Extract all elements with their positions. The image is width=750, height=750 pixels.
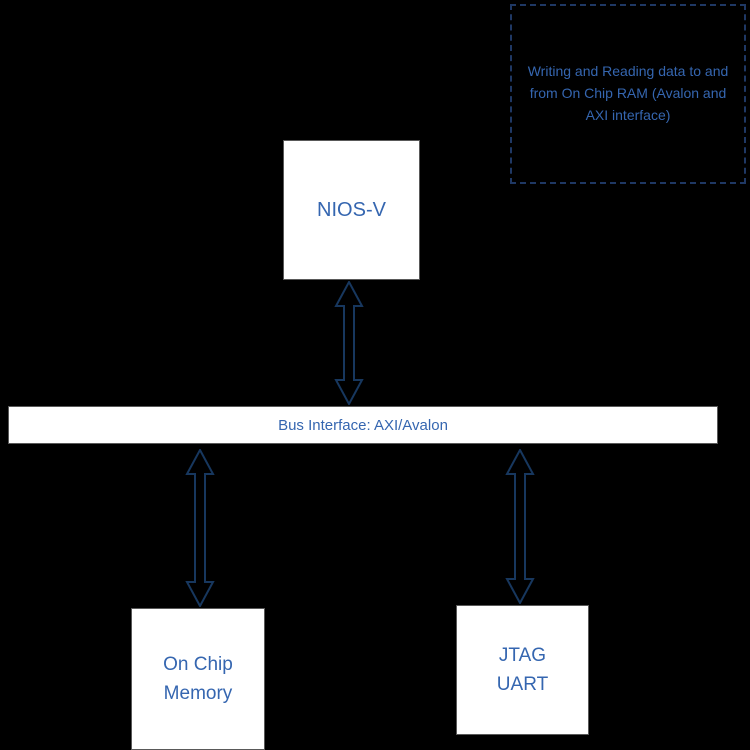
node-on-chip-memory-label: On Chip Memory — [163, 653, 233, 704]
node-jtag-uart-label: JTAG UART — [496, 644, 549, 695]
annotation-text: Writing and Reading data to and from On … — [527, 63, 729, 123]
node-bus-interface-label: Bus Interface: AXI/Avalon — [278, 416, 448, 434]
node-nios-v: NIOS-V — [283, 140, 420, 280]
node-jtag-uart: JTAG UART — [456, 605, 589, 735]
double-arrow-nios-to-bus — [334, 281, 364, 405]
node-on-chip-memory: On Chip Memory — [131, 608, 265, 750]
double-arrow-bus-to-memory — [185, 449, 215, 607]
node-nios-v-label: NIOS-V — [317, 198, 386, 221]
double-arrow-bus-to-uart — [505, 449, 535, 604]
annotation-note: Writing and Reading data to and from On … — [510, 4, 746, 184]
node-bus-interface: Bus Interface: AXI/Avalon — [8, 406, 718, 444]
